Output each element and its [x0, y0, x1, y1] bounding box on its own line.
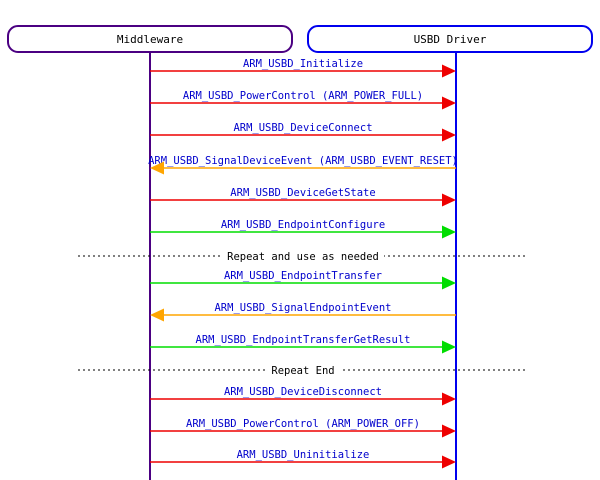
message-arm-usbd-endpointtransfergetresult[interactable]: ARM_USBD_EndpointTransferGetResult [150, 334, 456, 354]
actor-label-usbd-driver: USBD Driver [414, 33, 487, 46]
separator-repeat-begin: Repeat and use as needed [78, 248, 528, 264]
message-label-arm-usbd-devicegetstate: ARM_USBD_DeviceGetState [230, 187, 375, 199]
separator-label-bg-repeat-begin [222, 248, 384, 264]
arrowhead-left-icon [150, 308, 164, 322]
message-label-arm-usbd-endpointtransfergetresult: ARM_USBD_EndpointTransferGetResult [196, 334, 411, 346]
message-label-arm-usbd-devicedisconnect: ARM_USBD_DeviceDisconnect [224, 386, 382, 398]
message-label-arm-usbd-deviceconnect: ARM_USBD_DeviceConnect [233, 122, 372, 134]
message-label-arm-usbd-signaldeviceevent: ARM_USBD_SignalDeviceEvent (ARM_USBD_EVE… [148, 155, 458, 167]
message-arm-usbd-devicedisconnect[interactable]: ARM_USBD_DeviceDisconnect [150, 386, 456, 406]
message-arm-usbd-deviceconnect[interactable]: ARM_USBD_DeviceConnect [150, 122, 456, 142]
message-arm-usbd-endpointtransfer[interactable]: ARM_USBD_EndpointTransfer [150, 270, 456, 290]
arrowhead-right-icon [442, 128, 456, 142]
message-arm-usbd-devicegetstate[interactable]: ARM_USBD_DeviceGetState [150, 187, 456, 207]
message-arm-usbd-signaldeviceevent[interactable]: ARM_USBD_SignalDeviceEvent (ARM_USBD_EVE… [148, 155, 458, 175]
message-arm-usbd-uninitialize[interactable]: ARM_USBD_Uninitialize [150, 449, 456, 469]
arrowhead-right-icon [442, 455, 456, 469]
message-arm-usbd-powercontrol-full[interactable]: ARM_USBD_PowerControl (ARM_POWER_FULL) [150, 90, 456, 110]
message-arm-usbd-signalendpointevent[interactable]: ARM_USBD_SignalEndpointEvent [150, 302, 456, 322]
separator-label-repeat-begin: Repeat and use as needed [227, 251, 379, 263]
actor-box-usbd-driver-rect [307, 25, 593, 53]
message-arm-usbd-powercontrol-off[interactable]: ARM_USBD_PowerControl (ARM_POWER_OFF) [150, 418, 456, 438]
actor-box-middleware[interactable]: Middleware [7, 25, 293, 53]
arrowhead-right-icon [442, 193, 456, 207]
arrowhead-right-icon [442, 64, 456, 78]
message-label-arm-usbd-uninitialize: ARM_USBD_Uninitialize [237, 449, 370, 461]
actor-label-middleware: Middleware [117, 33, 183, 46]
arrowhead-right-icon [442, 276, 456, 290]
message-arm-usbd-initialize[interactable]: ARM_USBD_Initialize [150, 58, 456, 78]
message-label-arm-usbd-initialize: ARM_USBD_Initialize [243, 58, 363, 70]
actor-box-usbd-driver[interactable]: USBD Driver [307, 25, 593, 53]
message-label-arm-usbd-signalendpointevent: ARM_USBD_SignalEndpointEvent [214, 302, 391, 314]
arrowhead-right-icon [442, 424, 456, 438]
message-label-arm-usbd-powercontrol-off: ARM_USBD_PowerControl (ARM_POWER_OFF) [186, 418, 420, 430]
arrowhead-right-icon [442, 225, 456, 239]
arrowhead-right-icon [442, 392, 456, 406]
message-label-arm-usbd-powercontrol-full: ARM_USBD_PowerControl (ARM_POWER_FULL) [183, 90, 423, 102]
actor-box-middleware-rect [7, 25, 293, 53]
message-label-arm-usbd-endpointtransfer: ARM_USBD_EndpointTransfer [224, 270, 382, 282]
separator-repeat-end: Repeat End [78, 362, 528, 378]
message-label-arm-usbd-endpointconfigure: ARM_USBD_EndpointConfigure [221, 219, 385, 231]
arrowhead-right-icon [442, 340, 456, 354]
separator-label-repeat-end: Repeat End [271, 365, 334, 377]
message-arm-usbd-endpointconfigure[interactable]: ARM_USBD_EndpointConfigure [150, 219, 456, 239]
arrowhead-left-icon [150, 161, 164, 175]
separator-label-bg-repeat-end [265, 362, 341, 378]
arrowhead-right-icon [442, 96, 456, 110]
lifelines [149, 52, 457, 480]
